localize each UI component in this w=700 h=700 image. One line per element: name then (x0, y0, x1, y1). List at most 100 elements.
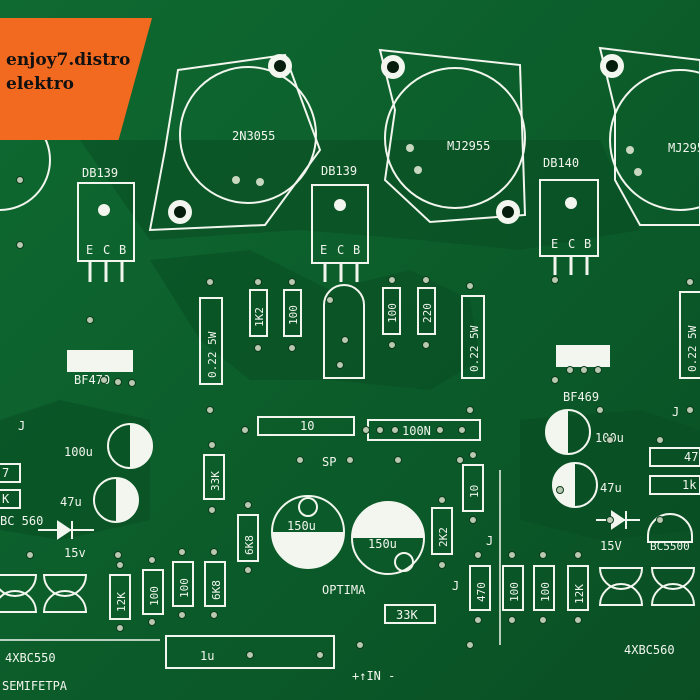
solder-pad (210, 611, 218, 619)
label-1k2: 1K2 (253, 307, 266, 327)
label-6k8-b: 6K8 (210, 580, 223, 600)
solder-pad (436, 426, 444, 434)
label-mj2955-2: MJ2955 (668, 141, 700, 155)
label-470: 470 (475, 582, 488, 602)
solder-pad (574, 551, 582, 559)
solder-pad (466, 406, 474, 414)
solder-pad (16, 176, 24, 184)
solder-pad (326, 296, 334, 304)
bc-array-right (598, 513, 696, 606)
solder-pad (116, 624, 124, 632)
solder-pad (178, 548, 186, 556)
label-mj2955-1: MJ2955 (447, 139, 490, 153)
label-semifetpa: SEMIFETPA (2, 679, 68, 693)
label-j-mid-2: J (452, 579, 459, 593)
solder-pad (244, 501, 252, 509)
solder-pad (596, 406, 604, 414)
label-022-5w-b: 0.22 5W (468, 325, 481, 372)
solder-pad (458, 426, 466, 434)
driver-holes (98, 197, 577, 216)
label-100-f: 100 (539, 582, 552, 602)
label-2n3055: 2N3055 (232, 129, 275, 143)
solder-pad (246, 651, 254, 659)
watermark-line-1: enjoy7.distro (6, 50, 131, 70)
label-6k8-a: 6K8 (243, 535, 256, 555)
pin-c-2: C (337, 243, 344, 257)
to3-outlines (0, 46, 700, 232)
pads (16, 176, 694, 659)
solder-pad (288, 278, 296, 286)
resistor-33k-h (384, 604, 436, 624)
solder-pad (580, 366, 588, 374)
to3-pads (232, 144, 642, 186)
solder-pad (86, 316, 94, 324)
zener-right (596, 510, 640, 530)
solder-pad (296, 456, 304, 464)
solder-pad (178, 611, 186, 619)
label-100-e: 100 (508, 582, 521, 602)
to3-holes (168, 54, 624, 224)
label-bc5500: BC5500 (650, 540, 690, 553)
solder-pad (376, 426, 384, 434)
solder-pad (391, 426, 399, 434)
solder-pad (508, 616, 516, 624)
bc-array-left (0, 574, 88, 613)
vertical-resistors-top (199, 287, 700, 385)
pin-e-2: E (320, 243, 327, 257)
middle-resistors (109, 454, 589, 620)
solder-pad (26, 551, 34, 559)
right-edge-resistor-1 (649, 447, 700, 467)
driver-legs (88, 256, 589, 282)
solder-pad (466, 282, 474, 290)
label-bf470: BF470 (74, 373, 110, 387)
copper-planes (0, 140, 700, 540)
solder-pad (606, 436, 614, 444)
solder-pad (128, 379, 136, 387)
label-4xbc560: 4XBC560 (624, 643, 675, 657)
solder-pad (254, 278, 262, 286)
label-r1k: 1k (682, 478, 697, 492)
pin-b-1: B (119, 243, 126, 257)
solder-pad (114, 551, 122, 559)
solder-pad (148, 556, 156, 564)
solder-pad (114, 378, 122, 386)
cap-100u-left (107, 423, 153, 469)
label-100-c: 100 (148, 586, 161, 606)
solder-pad (422, 276, 430, 284)
solder-pad (288, 344, 296, 352)
label-022-5w-c: 0.22 5W (686, 325, 699, 372)
label-100n: 100N (402, 424, 431, 438)
pin-b-3: B (584, 237, 591, 251)
solder-pad (686, 278, 694, 286)
pin-b-2: B (353, 243, 360, 257)
solder-pad (241, 426, 249, 434)
solder-pad (466, 641, 474, 649)
solder-pad (469, 516, 477, 524)
label-220: 220 (421, 303, 434, 323)
label-j-left: J (18, 419, 25, 433)
silk-lines (0, 470, 501, 645)
label-100-b: 100 (386, 303, 399, 323)
label-db140: DB140 (543, 156, 579, 170)
zener-left (38, 520, 94, 540)
label-db139-1: DB139 (82, 166, 118, 180)
solder-pad (362, 426, 370, 434)
label-db139-2: DB139 (321, 164, 357, 178)
solder-pad (566, 366, 574, 374)
resistor-10-outline (257, 416, 355, 436)
solder-pad (508, 551, 516, 559)
cap-47u-right (552, 462, 598, 508)
solder-pad (438, 496, 446, 504)
solder-pad (388, 341, 396, 349)
label-j-right: J (672, 405, 679, 419)
solder-pad (556, 486, 564, 494)
label-sp: SP (322, 455, 336, 469)
cap-150u-left (271, 495, 345, 569)
solder-pad (336, 361, 344, 369)
label-33k-h: 33K (396, 608, 418, 622)
solder-pad (208, 441, 216, 449)
label-47u-left: 47u (60, 495, 82, 509)
solder-pad (388, 276, 396, 284)
label-100-d: 100 (178, 578, 191, 598)
